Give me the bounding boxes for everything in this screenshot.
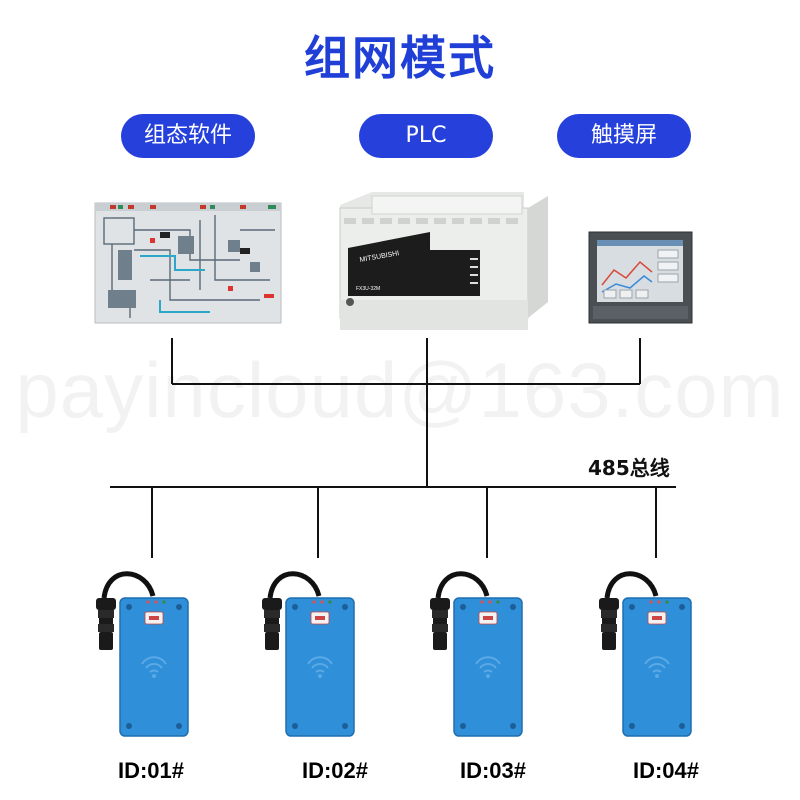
bus-label: 485总线 xyxy=(588,456,670,480)
label-plc: PLC xyxy=(359,114,493,158)
page-title: 组网模式 xyxy=(304,31,496,85)
label-touch-screen: 触摸屏 xyxy=(557,114,691,158)
sensor-device-4 xyxy=(599,574,691,736)
bus-drops xyxy=(151,487,657,558)
sensor-device-3 xyxy=(430,574,522,736)
label-configuration-software: 组态软件 xyxy=(121,114,255,158)
sensor-device-2 xyxy=(262,574,354,736)
device-id-label-1: ID:01# xyxy=(117,758,185,783)
scada-screen-image xyxy=(94,202,282,324)
device-id-label-4: ID:04# xyxy=(632,758,700,783)
plc-model-text: FX3U-32M xyxy=(356,286,380,292)
sensor-device-1 xyxy=(96,574,188,736)
touch-screen-image xyxy=(588,231,693,324)
plc-device-image: MITSUBISHI FX3U-32M xyxy=(339,192,548,330)
top-wiring xyxy=(171,338,641,486)
device-id-label-2: ID:02# xyxy=(301,758,369,783)
device-id-label-3: ID:03# xyxy=(459,758,527,783)
watermark: payincloud@163.com xyxy=(15,346,785,434)
